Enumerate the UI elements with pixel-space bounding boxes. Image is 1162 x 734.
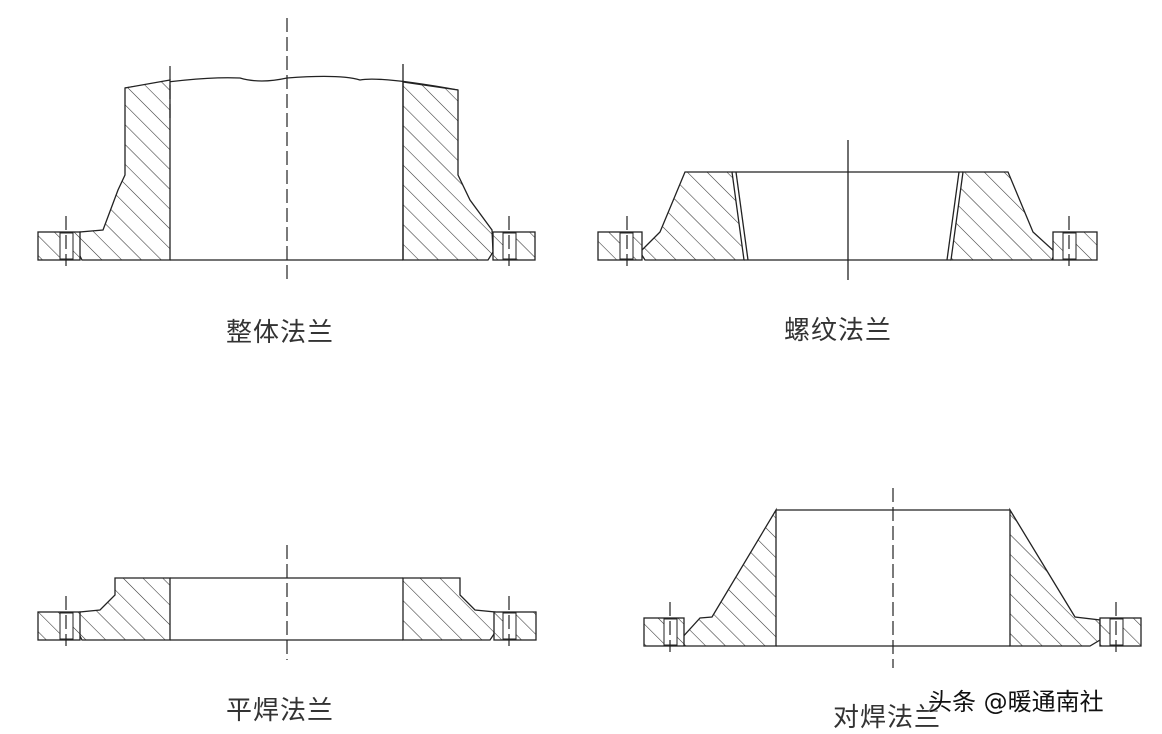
right-section (402, 81, 494, 261)
left-flange (37, 611, 81, 641)
right-section (950, 171, 1056, 261)
left-section (679, 507, 777, 647)
label-weld-neck-flange: 对焊法兰 (833, 703, 942, 733)
left-section (77, 79, 171, 261)
integral-flange-drawing (37, 18, 536, 280)
label-integral-flange: 整体法兰 (226, 318, 335, 348)
left-section (77, 577, 171, 641)
slip-on-flange-drawing (37, 545, 537, 660)
weld-neck-flange-drawing (643, 488, 1142, 668)
label-threaded-flange: 螺纹法兰 (784, 316, 893, 346)
right-section (402, 577, 496, 641)
break-line (124, 75, 459, 91)
left-flange (37, 231, 81, 261)
label-slip-on-flange: 平焊法兰 (226, 696, 335, 726)
left-section (639, 171, 745, 261)
threaded-flange-drawing (597, 140, 1098, 280)
watermark: 头条 @暖通南社 (928, 688, 1104, 716)
right-section (1009, 507, 1101, 647)
